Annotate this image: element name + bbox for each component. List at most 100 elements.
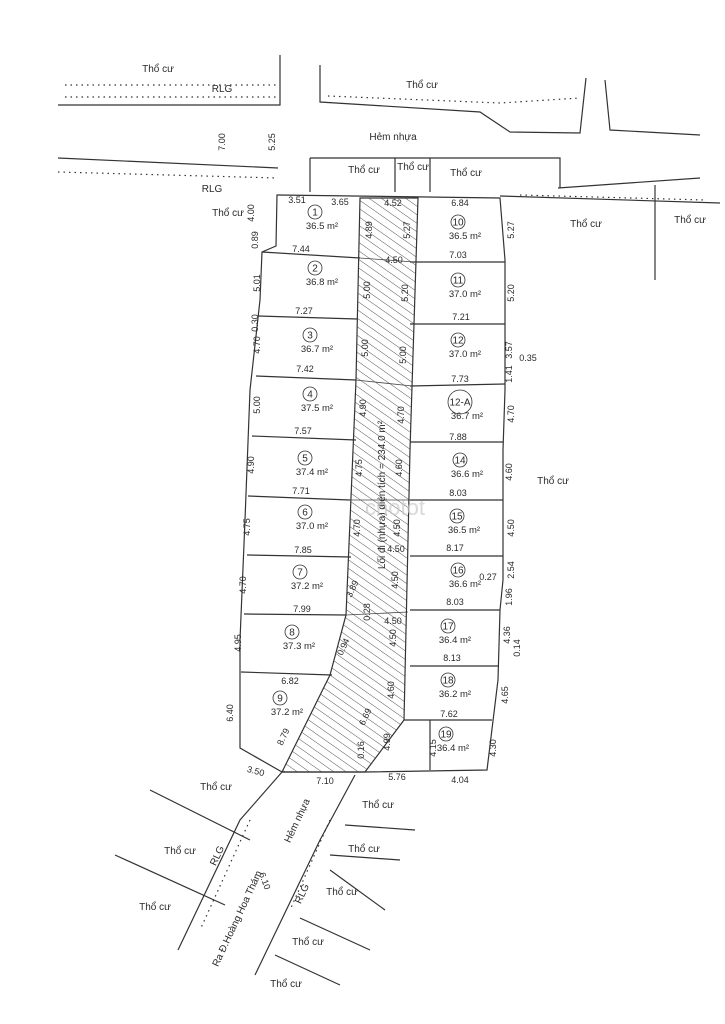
right-width-2: 7.73 — [451, 374, 469, 384]
path-right-4: 4.60 — [394, 459, 404, 477]
area-label-14: Thổ cư — [139, 901, 171, 913]
lot-area-15: 36.5 m² — [448, 525, 480, 536]
path-label: Lối đi (nhựa) diện tích = 234.0 m² — [376, 420, 388, 569]
left-width-1: 7.27 — [295, 306, 313, 316]
lot-number-9: 9 — [277, 694, 283, 705]
lot-number-12-A: 12-A — [449, 398, 470, 409]
outer-right-5: 4.70 — [506, 405, 516, 423]
outer-left-8: 4.70 — [238, 576, 248, 594]
lot-area-17: 36.4 m² — [439, 635, 471, 646]
path-width-1: 4.50 — [385, 255, 403, 265]
path-width-2: 4.50 — [387, 544, 405, 554]
lot-number-6: 6 — [302, 508, 308, 519]
outer-right-12: 0.14 — [512, 639, 522, 657]
right-width-7: 8.13 — [443, 653, 461, 663]
lot-number-circle-2 — [307, 260, 323, 276]
lot-number-circle-15 — [449, 508, 465, 524]
lot-number-2: 2 — [312, 264, 318, 275]
bottom-dim-2: 5.76 — [388, 772, 406, 782]
outer-right-8: 0.27 — [479, 572, 497, 582]
lot-number-8: 8 — [289, 628, 295, 639]
lot-number-circle-10 — [450, 214, 466, 230]
lot-number-circle-5 — [297, 450, 313, 466]
lot-number-circle-12 — [450, 332, 466, 348]
lot-area-4: 37.5 m² — [301, 403, 333, 414]
outer-left-3: 0.30 — [250, 314, 260, 332]
bottom-dim-1: 7.10 — [316, 776, 334, 786]
top-dim-1: 3.65 — [331, 197, 349, 207]
path-right-9: 4.99 — [382, 733, 392, 751]
left-lots — [240, 251, 361, 676]
left-width-0: 7.44 — [292, 244, 310, 254]
left-width-3: 7.57 — [294, 426, 312, 436]
path-left-5: 4.70 — [352, 519, 362, 537]
path-left-1: 5.00 — [362, 281, 372, 299]
left-width-5: 7.85 — [294, 545, 312, 555]
outer-right-14: 4.30 — [488, 739, 498, 757]
path-right-8: 4.60 — [386, 681, 396, 699]
path-width-0: 4.52 — [384, 198, 402, 208]
outer-right-1: 5.20 — [506, 284, 516, 302]
right-width-6: 8.03 — [446, 597, 464, 607]
lot-number-5: 5 — [302, 454, 308, 465]
lot-area-2: 36.8 m² — [306, 277, 338, 288]
lot-area-14: 36.6 m² — [451, 469, 483, 480]
rlg-label-bottom-right: RLG — [293, 882, 312, 905]
lot-number-18: 18 — [442, 676, 454, 687]
area-label-2: Thổ cư — [348, 164, 380, 176]
rlg-label-bottom-left: RLG — [208, 844, 227, 867]
lot-number-12: 12 — [452, 336, 464, 347]
top-dim-2: 6.84 — [451, 198, 469, 208]
path-right-2: 5.00 — [398, 346, 408, 364]
path-right-6: 4.50 — [390, 571, 400, 589]
lot-area-12: 37.0 m² — [449, 349, 481, 360]
right-width-0: 7.03 — [449, 250, 467, 260]
lot-number-circle-1 — [307, 204, 323, 220]
lot-number-15: 15 — [451, 512, 463, 523]
alley-label-bottom: Hẻm nhựa — [283, 797, 313, 845]
outer-right-10: 1.96 — [504, 588, 514, 606]
path-left-4: 4.75 — [354, 459, 364, 477]
path-right-1: 5.20 — [400, 284, 410, 302]
lot19-left-dim: 4.15 — [428, 739, 438, 757]
path-right-3: 4.70 — [396, 406, 406, 424]
lot-number-circle-9 — [272, 690, 288, 706]
lot-area-10: 36.5 m² — [449, 231, 481, 242]
lot-area-3: 36.7 m² — [301, 344, 333, 355]
outer-right-3: 0.35 — [519, 353, 537, 363]
outer-right-7: 4.50 — [506, 519, 516, 537]
right-width-3: 7.88 — [449, 432, 467, 442]
outer-left-9: 4.95 — [233, 634, 243, 652]
path-right-7: 4.50 — [388, 629, 398, 647]
outer-right-2: 3.57 — [504, 341, 514, 359]
lot-number-17: 17 — [442, 622, 454, 633]
lot-number-circle-16 — [450, 562, 466, 578]
lot-area-16: 36.6 m² — [449, 579, 481, 590]
path-left-2: 5.00 — [360, 339, 370, 357]
lot-number-14: 14 — [454, 456, 466, 467]
area-label-8: Thổ cư — [537, 475, 569, 487]
outer-left-10: 6.40 — [225, 704, 235, 722]
lot-number-circle-4 — [302, 386, 318, 402]
top-road — [57, 55, 721, 280]
path-right-5: 4.50 — [392, 519, 402, 537]
lot-area-19: 36.4 m² — [437, 743, 469, 754]
left-width-2: 7.42 — [296, 364, 314, 374]
outer-left-5: 5.00 — [252, 396, 262, 414]
lot-area-11: 37.0 m² — [449, 289, 481, 300]
path-right-0: 5.27 — [402, 221, 412, 239]
lot-number-4: 4 — [307, 390, 313, 401]
area-label-9: Thổ cư — [200, 781, 232, 793]
outer-left-2: 5.01 — [252, 274, 262, 292]
area-label-3: Thổ cư — [397, 161, 429, 173]
outer-right-9: 2.54 — [506, 561, 516, 579]
lot-number-16: 16 — [452, 566, 464, 577]
path-left-0: 4.89 — [364, 221, 374, 239]
lot-number-circle-8 — [284, 624, 300, 640]
left-width-7: 6.82 — [281, 676, 299, 686]
outer-left-0: 4.00 — [246, 204, 256, 222]
lot-area-8: 37.3 m² — [283, 641, 315, 652]
lot-area-12-A: 36.7 m² — [451, 411, 483, 422]
lot-number-circle-14 — [452, 452, 468, 468]
area-label-12: Thổ cư — [348, 843, 380, 855]
